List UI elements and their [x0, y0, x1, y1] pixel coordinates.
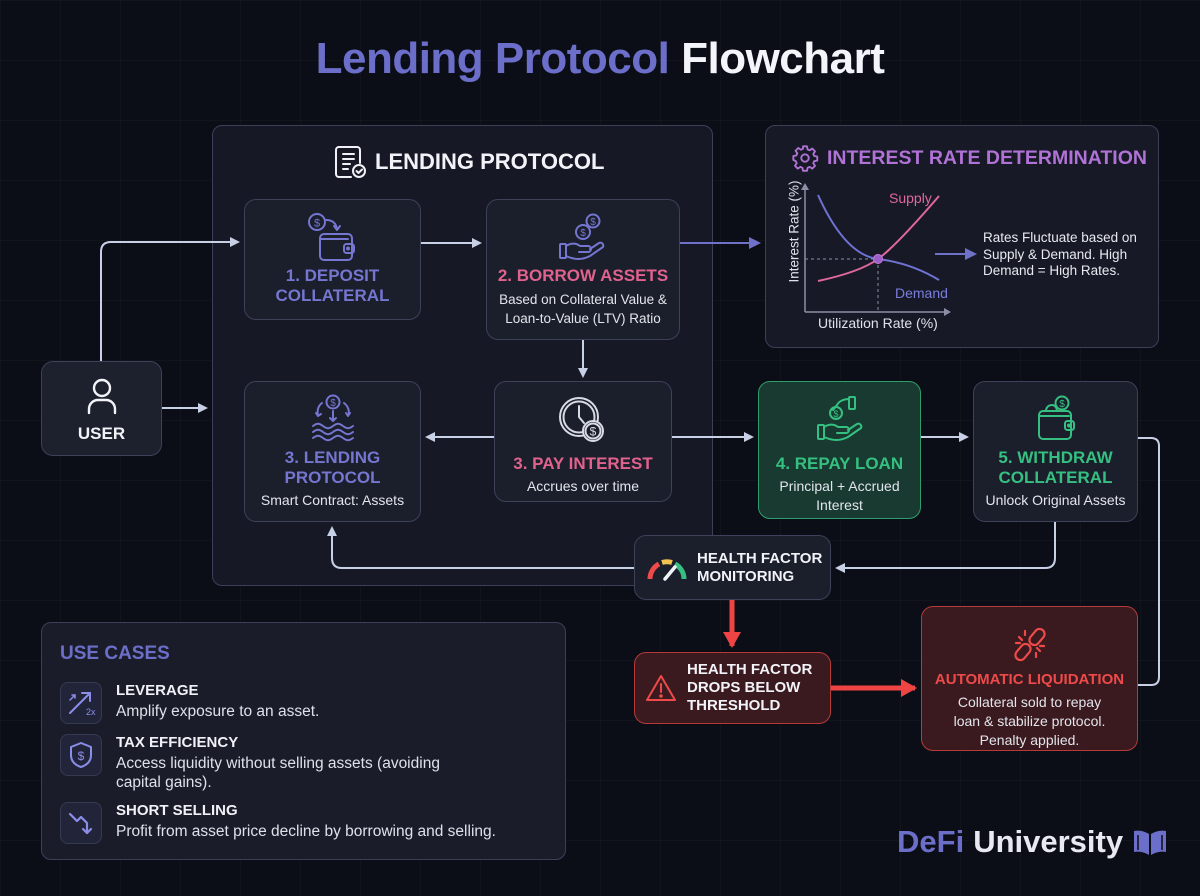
- threshold-line-3: THRESHOLD: [687, 697, 781, 714]
- step-pay-interest[interactable]: $ 3. PAY INTEREST Accrues over time: [494, 381, 672, 502]
- use-cases-panel: USE CASES 2x LEVERAGE Amplify exposure t…: [41, 622, 566, 860]
- brand-logo: DeFi University: [897, 824, 1168, 860]
- health-title-line-1: HEALTH FACTOR: [697, 549, 823, 567]
- step-lending-protocol[interactable]: $ 3. LENDING PROTOCOL Smart Contract: As…: [244, 381, 421, 522]
- use-cases-title: USE CASES: [60, 643, 170, 664]
- interest-title: 3. PAY INTEREST: [513, 454, 653, 473]
- warning-triangle-icon: [645, 673, 677, 703]
- interest-rate-panel: INTEREST RATE DETERMINATION Interest Rat…: [765, 125, 1159, 348]
- broken-chain-icon: [1010, 619, 1050, 670]
- deposit-title-line-2: COLLATERAL: [275, 286, 390, 305]
- leverage-2x-icon: 2x: [60, 682, 102, 724]
- health-factor-monitoring[interactable]: HEALTH FACTOR MONITORING: [634, 535, 831, 600]
- repay-desc-line-1: Principal + Accrued: [779, 478, 900, 494]
- liquidity-pool-icon: $: [305, 392, 361, 448]
- title-part-2: Flowchart: [681, 34, 885, 83]
- deposit-title-line-1: 1. DEPOSIT: [285, 266, 380, 285]
- threshold-line-2: DROPS BELOW: [687, 679, 801, 696]
- svg-text:$: $: [580, 228, 586, 239]
- user-icon: [85, 374, 119, 418]
- brand-part-1: DeFi: [897, 824, 965, 859]
- svg-text:$: $: [78, 749, 85, 763]
- interest-rate-title: INTEREST RATE DETERMINATION: [827, 146, 1147, 169]
- user-node[interactable]: USER: [41, 361, 162, 456]
- demand-curve-label: Demand: [895, 285, 948, 301]
- use-case-title: LEVERAGE: [116, 682, 199, 699]
- svg-text:$: $: [590, 425, 597, 439]
- lending-title-line-1: 3. LENDING: [284, 448, 381, 467]
- clock-coin-icon: $: [555, 392, 611, 448]
- hand-pay-icon: $: [812, 392, 868, 448]
- threshold-line-1: HEALTH FACTOR: [687, 661, 813, 678]
- use-case-short-selling: SHORT SELLING Profit from asset price de…: [60, 802, 496, 844]
- use-case-title: TAX EFFICIENCY: [116, 734, 239, 751]
- lending-desc: Smart Contract: Assets: [260, 492, 405, 508]
- borrow-title: 2. BORROW ASSETS: [497, 266, 669, 285]
- withdraw-title-line-1: 5. WITHDRAW: [998, 448, 1113, 467]
- use-case-leverage: 2x LEVERAGE Amplify exposure to an asset…: [60, 682, 319, 724]
- borrow-desc-line-2: Loan-to-Value (LTV) Ratio: [505, 311, 661, 326]
- use-case-desc-line-2: capital gains).: [116, 774, 212, 791]
- gauge-icon: [645, 553, 689, 583]
- user-label: USER: [77, 424, 126, 443]
- withdraw-desc: Unlock Original Assets: [985, 492, 1126, 508]
- step-borrow-assets[interactable]: $ $ 2. BORROW ASSETS Based on Collateral…: [486, 199, 680, 340]
- lending-title-line-2: PROTOCOL: [284, 468, 381, 487]
- repay-desc-line-2: Interest: [816, 497, 863, 513]
- x-axis-label: Utilization Rate (%): [818, 315, 938, 331]
- interest-rate-note: Rates Fluctuate based on Supply & Demand…: [983, 230, 1137, 280]
- hand-coins-icon: $ $: [555, 210, 611, 266]
- step-withdraw-collateral[interactable]: $ 5. WITHDRAW COLLATERAL Unlock Original…: [973, 381, 1138, 522]
- svg-text:$: $: [330, 398, 336, 409]
- liquidation-title: AUTOMATIC LIQUIDATION: [934, 671, 1125, 688]
- svg-text:$: $: [1059, 399, 1065, 410]
- liquidation-desc-line-3: Penalty applied.: [979, 732, 1080, 748]
- step-deposit-collateral[interactable]: $ 1. DEPOSIT COLLATERAL: [244, 199, 421, 320]
- health-factor-threshold-alert[interactable]: HEALTH FACTOR DROPS BELOW THRESHOLD: [634, 652, 831, 724]
- svg-text:2x: 2x: [86, 707, 96, 717]
- trend-down-icon: [60, 802, 102, 844]
- svg-text:$: $: [313, 218, 319, 230]
- arrow-withdraw-to-health: [835, 522, 1056, 573]
- use-case-desc: Amplify exposure to an asset.: [116, 703, 320, 720]
- title-part-1: Lending Protocol: [315, 34, 670, 83]
- y-axis-label: Interest Rate (%): [786, 180, 802, 283]
- connector-withdraw-to-liquidation: [1138, 437, 1160, 686]
- use-case-title: SHORT SELLING: [116, 802, 238, 819]
- repay-title: 4. REPAY LOAN: [775, 454, 904, 473]
- use-case-tax-efficiency: $ TAX EFFICIENCY Access liquidity withou…: [60, 734, 440, 792]
- note-line-2: Supply & Demand. High: [983, 246, 1128, 262]
- note-line-3: Demand = High Rates.: [983, 263, 1120, 278]
- lending-panel-title: LENDING PROTOCOL: [375, 149, 605, 174]
- page-title: Lending Protocol Flowchart: [0, 34, 1200, 84]
- wallet-coins-icon: $: [1028, 392, 1084, 448]
- contract-scroll-icon: [331, 143, 369, 181]
- liquidation-desc-line-2: loan & stabilize protocol.: [953, 713, 1106, 729]
- liquidation-desc-line-1: Collateral sold to repay: [957, 694, 1102, 710]
- step-repay-loan[interactable]: $ 4. REPAY LOAN Principal + Accrued Inte…: [758, 381, 921, 519]
- note-line-1: Rates Fluctuate based on: [983, 230, 1137, 245]
- brand-part-2: University: [973, 824, 1124, 859]
- withdraw-title-line-2: COLLATERAL: [998, 468, 1113, 487]
- supply-curve-label: Supply: [889, 190, 932, 206]
- interest-desc: Accrues over time: [526, 478, 640, 494]
- svg-text:$: $: [833, 409, 838, 419]
- health-title-line-2: MONITORING: [697, 567, 795, 585]
- shield-dollar-icon: $: [60, 734, 102, 776]
- svg-text:$: $: [590, 217, 596, 228]
- open-book-icon: [1132, 827, 1168, 857]
- wallet-deposit-icon: $: [305, 210, 361, 266]
- use-case-desc: Profit from asset price decline by borro…: [116, 823, 496, 840]
- borrow-desc-line-1: Based on Collateral Value &: [499, 292, 667, 307]
- automatic-liquidation[interactable]: AUTOMATIC LIQUIDATION Collateral sold to…: [921, 606, 1138, 751]
- gear-icon: [791, 144, 819, 172]
- use-case-desc-line-1: Access liquidity without selling assets …: [116, 755, 440, 772]
